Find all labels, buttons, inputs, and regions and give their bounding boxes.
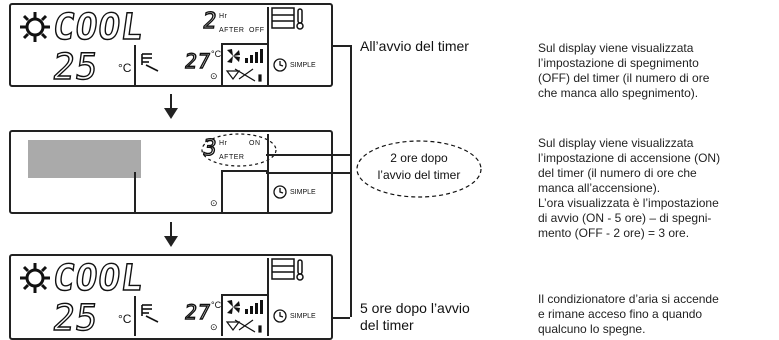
desc-line: che manca allo spegnimento). [538, 86, 699, 100]
down-arrow-shaft [170, 94, 172, 110]
desc-line: (OFF) del timer (il numero di ore [538, 71, 710, 85]
simple-label: SIMPLE [290, 189, 316, 196]
room-temperature: 27 [183, 299, 214, 324]
connector-line [333, 317, 350, 319]
desc-line: mento (OFF - 2 ore) = 3 ore. [538, 226, 690, 240]
divider [221, 294, 223, 336]
indicator-dot: ⊙ [210, 322, 218, 332]
divider [134, 45, 136, 85]
temp-unit: °C [118, 61, 132, 75]
blank-mode-area [28, 140, 141, 178]
label-timer-start: All’avvio del timer [360, 38, 469, 54]
set-temperature: 25 [49, 46, 102, 88]
mode-display: COOL [49, 6, 147, 48]
connector-line [266, 172, 350, 174]
simple-label: SIMPLE [290, 313, 316, 320]
desc-line: e rimane acceso fino a quando [538, 307, 703, 321]
lcd-panel-five-hours: COOL 25 °C 27 °C ⊙ SIMPL [9, 254, 333, 340]
label-two-hours-line2: l’avvio del timer [377, 168, 461, 182]
swing-icon [225, 319, 262, 333]
clock-icon [273, 58, 287, 72]
divider [221, 43, 223, 85]
clock-icon [273, 309, 287, 323]
cool-mode-icon [20, 12, 50, 42]
indicator-dot: ⊙ [210, 198, 218, 208]
down-arrow-icon [164, 236, 178, 247]
temp-unit: °C [118, 312, 132, 326]
mode-display: COOL [49, 257, 147, 299]
label-five-hours: 5 ore dopo l’avvio del timer [360, 300, 470, 334]
divider [134, 172, 136, 212]
desc-line: L’ora visualizzata è l’impostazione [538, 196, 719, 210]
desc-line: di avvio (ON - 5 ore) – di spegni- [538, 211, 712, 225]
simple-label: SIMPLE [290, 62, 316, 69]
timer-highlight-ellipse [201, 133, 277, 167]
label-two-hours-line1: 2 ore dopo [390, 151, 448, 165]
desc-line: qualcuno lo spegne. [538, 322, 646, 336]
timer-after-label: AFTER [219, 154, 245, 161]
divider [221, 170, 223, 212]
timer-hr-label: Hr [219, 140, 228, 147]
timer-hours: 2 [201, 8, 220, 34]
indicator-dot: ⊙ [210, 71, 218, 81]
label-two-hours: 2 ore dopo l’avvio del timer [369, 150, 469, 184]
divider [134, 296, 136, 336]
swing-icon [225, 68, 262, 82]
down-arrow-shaft [170, 222, 172, 238]
thermometer-panel-icon [271, 258, 304, 281]
cool-mode-icon [20, 263, 50, 293]
desc-line: Il condizionatore d’aria si accende [538, 292, 719, 306]
divider [267, 258, 269, 336]
fan-speed-icon [227, 49, 263, 63]
timer-state-label: OFF [249, 27, 265, 34]
down-arrow-icon [164, 108, 178, 119]
room-temp-unit: °C [211, 300, 222, 310]
desc-line: manca all’accensione). [538, 181, 661, 195]
description-five-hours: Il condizionatore d’aria si accende e ri… [538, 292, 776, 337]
timer-hr-label: Hr [219, 13, 228, 20]
timer-state-label: ON [249, 140, 261, 147]
desc-line: l’impostazione di spegnimento [538, 56, 699, 70]
divider [267, 7, 269, 85]
thermometer-panel-icon [271, 7, 304, 30]
desc-line: Sul display viene visualizzata [538, 41, 694, 55]
callout-bubble [356, 140, 482, 198]
set-temperature: 25 [49, 297, 102, 339]
louver-icon [141, 304, 159, 323]
label-five-hours-line1: 5 ore dopo l’avvio [360, 300, 470, 316]
fan-speed-icon [227, 300, 263, 314]
desc-line: l’impostazione di accensione (ON) [538, 151, 721, 165]
description-two-hours: Sul display viene visualizzata l’imposta… [538, 136, 776, 241]
description-timer-start: Sul display viene visualizzata l’imposta… [538, 41, 776, 101]
louver-icon [141, 53, 159, 72]
divider [221, 170, 267, 172]
clock-icon [273, 185, 287, 199]
desc-line: Sul display viene visualizzata [538, 136, 694, 150]
label-five-hours-line2: del timer [360, 317, 414, 333]
bracket-line [350, 45, 352, 317]
divider [221, 294, 267, 296]
connector-line [266, 154, 350, 156]
room-temp-unit: °C [211, 49, 222, 59]
room-temperature: 27 [183, 48, 214, 73]
lcd-panel-timer-start: COOL 25 °C 27 °C 2 Hr AFTER OFF ⊙ [9, 3, 333, 89]
timer-after-label: AFTER [219, 27, 245, 34]
connector-line [333, 45, 350, 47]
divider [221, 43, 267, 45]
desc-line: del timer (il numero di ore che [538, 166, 697, 180]
